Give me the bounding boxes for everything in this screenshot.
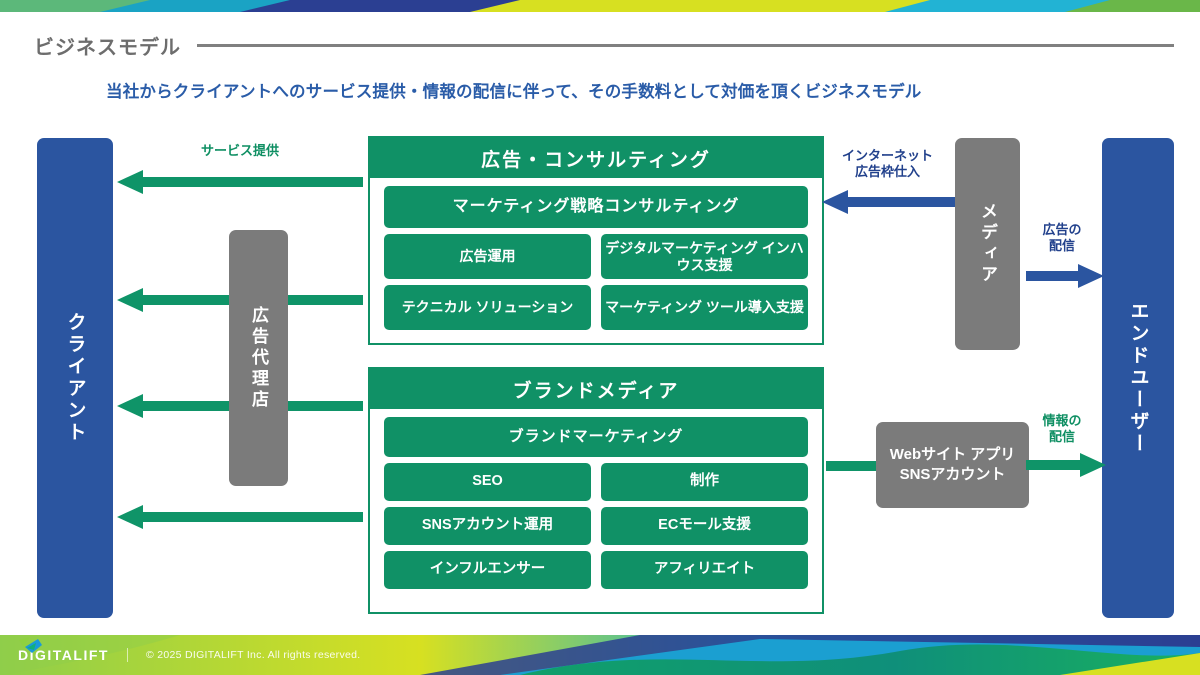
page-subtitle: 当社からクライアントへのサービス提供・情報の配信に伴って、その手数料として対価を… xyxy=(106,83,922,101)
service-item[interactable]: 広告運用 xyxy=(384,234,591,279)
service-row: テクニカル ソリューション マーケティング ツール導入支援 xyxy=(384,285,808,330)
actor-web-properties: Webサイト アプリ SNSアカウント xyxy=(876,422,1029,508)
service-item[interactable]: 制作 xyxy=(601,463,808,501)
panel-header-brand-media: ブランドメディア xyxy=(370,369,822,409)
service-item[interactable]: ECモール支援 xyxy=(601,507,808,545)
footer-decorative-waves xyxy=(0,635,1200,675)
service-row: SNSアカウント運用 ECモール支援 xyxy=(384,507,808,545)
service-item[interactable]: インフルエンサー xyxy=(384,551,591,589)
panel-body-advertising: マーケティング戦略コンサルティング 広告運用 デジタルマーケティング インハウス… xyxy=(370,178,822,340)
actor-end-user: エンドユーザー xyxy=(1102,138,1174,618)
panel-brand-media: ブランドメディア ブランドマーケティング SEO 制作 SNSアカウント運用 E… xyxy=(368,367,824,614)
title-divider xyxy=(197,43,1174,47)
page-title-row: ビジネスモデル xyxy=(34,30,1174,60)
arrow-service-provision-1 xyxy=(117,168,363,196)
arrow-info-delivery xyxy=(1026,451,1106,479)
arrow-service-provision-4 xyxy=(117,503,363,531)
actor-media: メディア xyxy=(955,138,1020,350)
actor-ad-agency: 広告代理店 xyxy=(229,230,288,486)
arrow-ad-delivery xyxy=(1026,262,1104,290)
panel-advertising-consulting: 広告・コンサルティング マーケティング戦略コンサルティング 広告運用 デジタルマ… xyxy=(368,136,824,345)
arrow-label-info-delivery: 情報の 配信 xyxy=(1042,413,1082,445)
service-item[interactable]: テクニカル ソリューション xyxy=(384,285,591,330)
service-row: 広告運用 デジタルマーケティング インハウス支援 xyxy=(384,234,808,279)
service-item[interactable]: アフィリエイト xyxy=(601,551,808,589)
arrow-internet-ad-inventory xyxy=(822,188,955,216)
arrow-label-internet-ad-inventory: インターネット 広告枠仕入 xyxy=(841,148,933,180)
top-decorative-bar xyxy=(0,0,1200,12)
service-item[interactable]: SNSアカウント運用 xyxy=(384,507,591,545)
digitalift-bird-icon xyxy=(19,637,42,653)
service-row: インフルエンサー アフィリエイト xyxy=(384,551,808,589)
page-title: ビジネスモデル xyxy=(34,36,181,59)
service-item[interactable]: マーケティング戦略コンサルティング xyxy=(384,186,808,228)
connector-brand-to-web xyxy=(826,458,882,472)
footer-brand-name: DIGITALIFT xyxy=(18,647,109,663)
arrow-label-service-provision: サービス提供 xyxy=(200,143,279,158)
panel-header-advertising: 広告・コンサルティング xyxy=(370,138,822,178)
footer-copyright: © 2025 DIGITALIFT Inc. All rights reserv… xyxy=(145,649,361,661)
page-footer: DIGITALIFT © 2025 DIGITALIFT Inc. All ri… xyxy=(0,635,1200,675)
service-item[interactable]: デジタルマーケティング インハウス支援 xyxy=(601,234,808,279)
service-item[interactable]: SEO xyxy=(384,463,591,501)
panel-body-brand-media: ブランドマーケティング SEO 制作 SNSアカウント運用 ECモール支援 イン… xyxy=(370,409,822,599)
footer-separator xyxy=(126,648,128,662)
actor-client: クライアント xyxy=(37,138,113,618)
arrow-label-ad-delivery: 広告の 配信 xyxy=(1042,222,1082,254)
service-item[interactable]: マーケティング ツール導入支援 xyxy=(601,285,808,330)
footer-brand-block: DIGITALIFT © 2025 DIGITALIFT Inc. All ri… xyxy=(18,635,361,675)
service-item[interactable]: ブランドマーケティング xyxy=(384,417,808,457)
service-row: SEO 制作 xyxy=(384,463,808,501)
